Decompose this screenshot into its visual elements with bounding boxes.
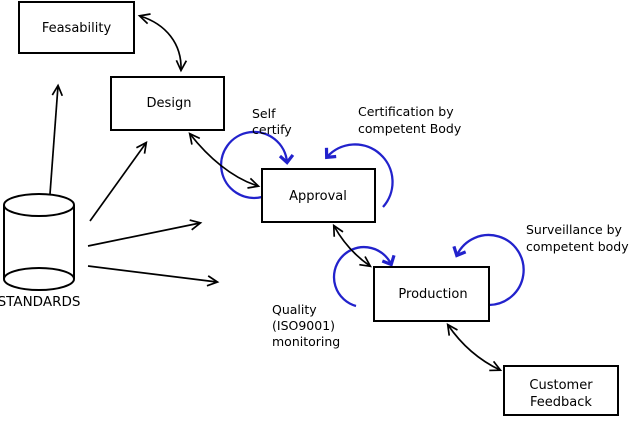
production-box (373, 266, 490, 322)
customer-feedback-label-line2: Feedback (530, 395, 592, 410)
self-certify-label-line1: Self (252, 106, 276, 121)
surveillance-label-line1: Surveillance by (526, 222, 623, 237)
approval-box (261, 168, 376, 223)
surveillance-loop (452, 233, 525, 307)
cylinder-bottom (3, 267, 75, 291)
certification-label-line1: Certification by (358, 104, 454, 119)
arrow-approval-production (332, 223, 372, 268)
arrow-standards-approval (87, 219, 203, 247)
cylinder-top (3, 193, 75, 217)
arrow-production-customer-feedback (446, 323, 503, 372)
standards-label: STANDARDS (0, 294, 80, 310)
quality-monitoring-label-line1: Quality (272, 302, 317, 317)
certification-label-line2: competent Body (358, 121, 462, 136)
arrow-standards-production (87, 265, 220, 287)
arrow-feasability-design (137, 13, 188, 73)
arrow-design-approval (188, 132, 261, 189)
approval-label: Approval (289, 189, 347, 204)
certification-loop (324, 143, 394, 208)
surveillance-label-line2: competent body (526, 239, 629, 254)
design-label: Design (147, 96, 192, 111)
arrow-standards-design (89, 141, 148, 222)
customer-feedback-label-line1: Customer (529, 378, 593, 393)
feasability-box (18, 1, 135, 54)
quality-monitoring-label-line3: monitoring (272, 334, 340, 349)
quality-monitoring-label-line2: (ISO9001) (272, 318, 335, 333)
self-certify-label-line2: certify (252, 122, 292, 137)
production-label: Production (398, 287, 467, 302)
feasability-label: Feasability (42, 21, 112, 36)
design-box (110, 76, 225, 131)
customer-feedback-box (503, 365, 619, 416)
arrow-standards-feasability (49, 83, 64, 195)
standards-cylinder (3, 193, 75, 291)
